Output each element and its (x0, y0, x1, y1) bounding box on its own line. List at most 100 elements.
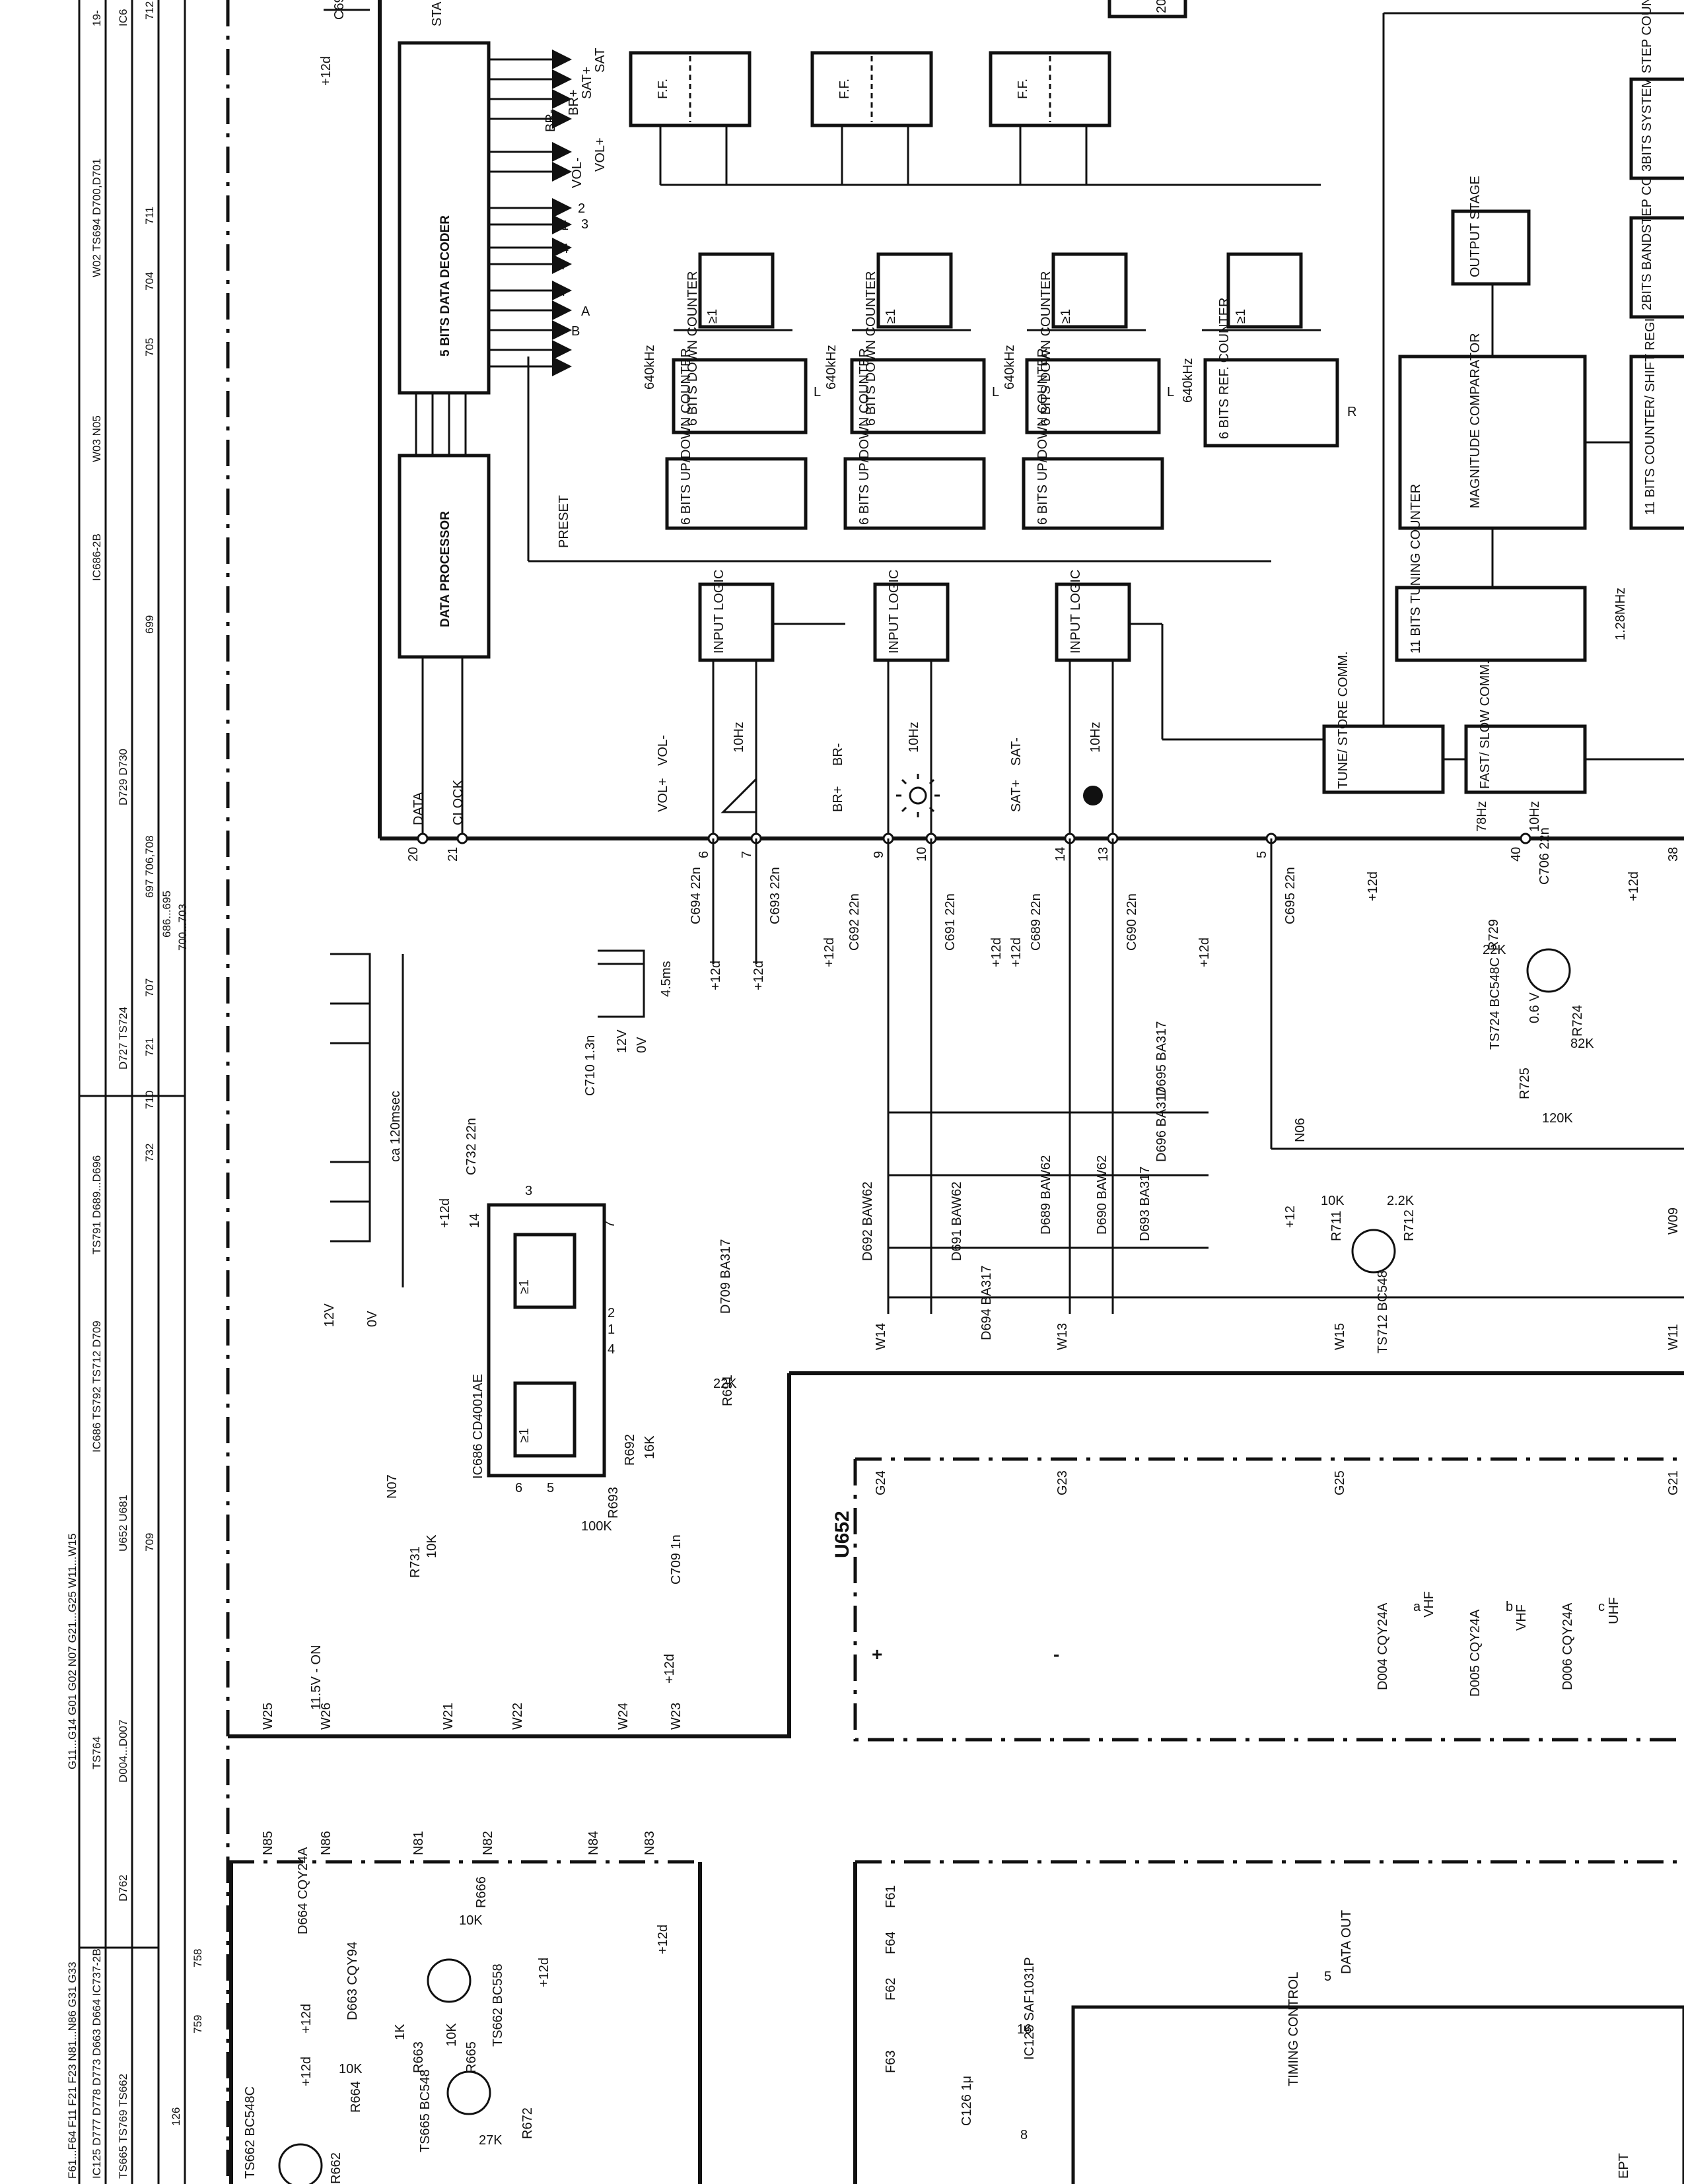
diode-matrix: D692 BAW62 D691 BAW62 D689 BAW62 D690 BA… (860, 1021, 1684, 1340)
dec-out-3: 3 (581, 217, 588, 232)
dec-out-c: C (555, 344, 564, 358)
v12d-5: +12d (1009, 938, 1024, 967)
col-num-7: 700...703 (176, 904, 189, 951)
res-r711: R711 (1329, 1211, 1344, 1241)
col-num-14: 759 (192, 2015, 204, 2033)
res-r672-val: 27K (479, 2133, 503, 2148)
col-num-10: 732 (143, 1143, 156, 1162)
res-r691-val: 22K (713, 1377, 737, 1391)
or-gate-2: ≥1 (884, 309, 898, 324)
ref-header-9: TS764 (90, 1736, 103, 1769)
dec-out-a: A (581, 304, 590, 319)
magnitude-comparator-label: MAGNITUDE COMPARATOR (1468, 333, 1483, 508)
ref-header-6: IC686 TS792 TS712 D709 (90, 1320, 103, 1452)
ts712-stage: +12 R711 10K R712 2.2K TS712 BC548 (1283, 1194, 1417, 1353)
dec-out-1: 1 (561, 219, 569, 233)
pin-21: 21 (446, 847, 460, 862)
dec-out-sat: SAT (593, 48, 608, 73)
dec-out-2: 2 (578, 201, 585, 216)
v12d-6: +12d (1197, 938, 1212, 967)
conn-w09: W09 (1666, 1208, 1681, 1235)
updown-counter-1: 6 BITS UP/DOWN COUNTER (679, 348, 693, 525)
counters: 6 BITS DOWN COUNTER 6 BITS DOWN COUNTER … (643, 271, 1356, 530)
shift-register-label: 11 BITS COUNTER/ SHIFT REGISTER (1643, 283, 1658, 515)
sta-label: STA (430, 1, 444, 26)
timing-control-label: TIMING CONTROL (1286, 1972, 1301, 2086)
wave-hi: 12V (322, 1303, 337, 1327)
ic686-pin-3: 3 (525, 1184, 532, 1198)
ic686-pin-2: 2 (608, 1306, 615, 1320)
top-box-fragment: 20 (1154, 0, 1169, 13)
v12d-8: +12d (1627, 871, 1641, 901)
wave-hi2: 12V (615, 1029, 629, 1053)
col-num-12: 709 (143, 1533, 156, 1552)
sat-plus-label: SAT+ (1009, 780, 1024, 812)
switch-minus: - (1053, 1644, 1059, 1664)
col-num-2: 704 (143, 272, 156, 290)
dec-out-b: B (571, 324, 580, 339)
ref-header-2: IC686-2B (90, 533, 103, 581)
freq-640k-1: 640kHz (643, 345, 657, 390)
res-r729: R729 (1487, 919, 1501, 951)
col-num-9: 707 (143, 978, 156, 997)
decoupling-caps: C694 22n C693 22n C692 22n C691 22n C689… (689, 827, 1684, 1314)
col-num-13: 758 (192, 1949, 204, 1967)
diode-d694: D694 BA317 (979, 1266, 994, 1340)
wave-period: ca 120msec (388, 1091, 403, 1162)
ts662-label: TS662 BC558 (491, 1963, 505, 2047)
conn-w14: W14 (874, 1323, 888, 1350)
conn-n86: N86 (319, 1831, 333, 1855)
v12d-2: +12d (752, 961, 766, 990)
wave-lo2: 0V (635, 1037, 649, 1053)
ff-2-label: F.F. (837, 79, 852, 99)
col-num-0: 712 (143, 1, 156, 20)
conn-f61: F61 (884, 1886, 898, 1908)
conn-w11: W11 (1666, 1324, 1681, 1350)
res-r691: R691 (720, 1375, 735, 1406)
band-c: c (1598, 1600, 1605, 1614)
cap-c689: C689 22n (1029, 893, 1043, 951)
sat-minus-label: SAT- (1009, 737, 1024, 766)
vol-plus-label: VOL+ (656, 778, 670, 812)
pin-40: 40 (1509, 847, 1524, 862)
diode-d696: D696 BA317 (1154, 1087, 1169, 1162)
data-pin-label: DATA (411, 792, 426, 825)
ic686-gate-2: ≥1 (517, 1428, 532, 1443)
input-logic-blocks: INPUT LOGIC INPUT LOGIC INPUT LOGIC 10Hz… (698, 570, 1327, 835)
or-gates: ≥1 ≥1 ≥1 ≥1 (674, 252, 1321, 331)
volume-icon (720, 776, 757, 813)
ic125-label: IC125 SAF1031P (1022, 1957, 1037, 2060)
data-decoder-block: 5 BITS DATA DECODER SAT SAT+ BR+ BR- VOL… (319, 0, 608, 395)
freq-10hz-3: 10Hz (1088, 722, 1103, 753)
conn-n83: N83 (643, 1831, 657, 1855)
cap-c690: C690 22n (1125, 893, 1139, 951)
v12d-7: +12d (1366, 871, 1380, 901)
col-num-8: 721 (143, 1038, 156, 1056)
wave-lo: 0V (365, 1311, 380, 1327)
ic686-block: ≥1 ≥1 IC686 CD4001AE C732 22n C710 1.3n … (408, 1035, 737, 1585)
col-num-15: 126 (170, 2107, 182, 2126)
dec-out-vol-plus: VOL+ (593, 137, 608, 172)
conn-w22: W22 (510, 1703, 525, 1730)
or-gate-4: ≥1 (1234, 309, 1248, 324)
main-ic-outline (378, 0, 1684, 840)
vol-minus-label: VOL- (656, 735, 670, 766)
u652-label: U652 (831, 1511, 853, 1558)
diode-d006: D006 CQY24A (1561, 1602, 1575, 1690)
cap-c692: C692 22n (847, 893, 862, 951)
conn-n84: N84 (586, 1831, 601, 1855)
cap-c706: C706 22n (1537, 827, 1552, 885)
freq-640k-4: 640kHz (1181, 358, 1195, 403)
ref-header-10: D004...D007 (117, 1720, 129, 1783)
diode-d005: D005 CQY24A (1468, 1609, 1483, 1697)
v12d-d663: +12d (299, 2004, 314, 2033)
ic686-pin-4: 4 (608, 1342, 615, 1357)
v115-on: 11.5V - ON (309, 1645, 324, 1710)
conn-n85: N85 (261, 1831, 275, 1855)
ref-header-13: TS665 TS769 TS662 (117, 2074, 129, 2179)
conn-w21: W21 (441, 1703, 456, 1730)
conn-g25: G25 (1333, 1470, 1347, 1495)
ic686-pin-1: 1 (608, 1322, 615, 1337)
res-r672: R672 (520, 2107, 535, 2139)
